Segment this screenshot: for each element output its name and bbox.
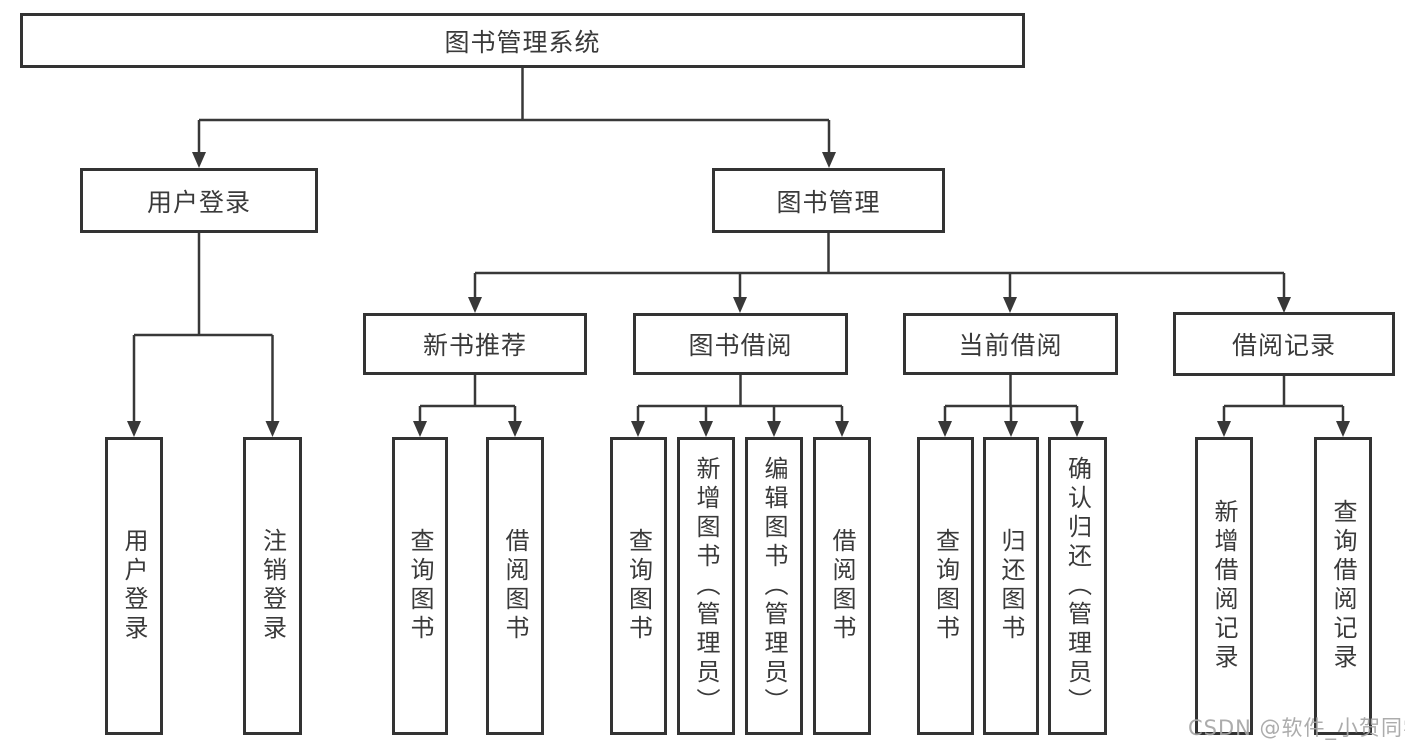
node-book-borrowing: 图书借阅 xyxy=(633,313,848,375)
leaf-logout-label: 注销登录 xyxy=(258,528,287,644)
watermark: CSDN @软件_小贺同学 xyxy=(1188,716,1405,740)
leaf-borrow-lend-books: 借阅图书 xyxy=(813,437,871,735)
leaf-return-books: 归还图书 xyxy=(983,437,1039,735)
node-new-book-recommendation-label: 新书推荐 xyxy=(422,331,527,360)
node-book-management: 图书管理 xyxy=(712,168,945,233)
arrowheads xyxy=(127,152,1350,437)
leaf-borrow-lend-books-label: 借阅图书 xyxy=(828,528,856,644)
node-book-management-label: 图书管理 xyxy=(776,187,881,217)
leaf-borrow-query-books: 查询图书 xyxy=(610,437,667,735)
leaf-newbook-borrow-books-label: 借阅图书 xyxy=(501,528,529,644)
node-user-login-label: 用户登录 xyxy=(146,187,251,217)
leaf-add-books-admin: 新增图书（管理员） xyxy=(677,437,735,735)
node-root-system: 图书管理系统 xyxy=(20,13,1025,68)
node-new-book-recommendation: 新书推荐 xyxy=(363,313,587,375)
node-book-borrowing-label: 图书借阅 xyxy=(688,331,793,360)
node-borrowing-records: 借阅记录 xyxy=(1173,312,1395,376)
leaf-return-books-label: 归还图书 xyxy=(997,528,1025,644)
leaf-newbook-query-books: 查询图书 xyxy=(392,437,448,735)
leaf-current-query-books: 查询图书 xyxy=(917,437,974,735)
leaf-edit-books-admin-label: 编辑图书（管理员） xyxy=(760,455,788,717)
leaf-edit-books-admin: 编辑图书（管理员） xyxy=(745,437,803,735)
leaf-current-query-books-label: 查询图书 xyxy=(931,528,960,644)
leaf-confirm-return-admin: 确认归还（管理员） xyxy=(1048,437,1107,735)
leaf-add-borrow-record: 新增借阅记录 xyxy=(1195,437,1253,735)
node-current-borrowing-label: 当前借阅 xyxy=(958,331,1063,360)
leaf-user-login: 用户登录 xyxy=(105,437,163,735)
node-borrowing-records-label: 借阅记录 xyxy=(1231,331,1336,360)
leaf-logout: 注销登录 xyxy=(243,437,302,735)
leaf-newbook-borrow-books: 借阅图书 xyxy=(486,437,544,735)
leaf-query-borrow-record: 查询借阅记录 xyxy=(1314,437,1372,735)
leaf-query-borrow-record-label: 查询借阅记录 xyxy=(1329,499,1357,673)
leaf-confirm-return-admin-label: 确认归还（管理员） xyxy=(1063,455,1092,717)
leaf-newbook-query-books-label: 查询图书 xyxy=(406,528,434,644)
leaf-add-books-admin-label: 新增图书（管理员） xyxy=(692,455,720,717)
node-user-login: 用户登录 xyxy=(80,168,318,233)
leaf-borrow-query-books-label: 查询图书 xyxy=(624,528,653,644)
leaf-user-login-label: 用户登录 xyxy=(120,528,148,644)
node-current-borrowing: 当前借阅 xyxy=(903,313,1118,375)
leaf-add-borrow-record-label: 新增借阅记录 xyxy=(1210,499,1238,673)
node-root-system-label: 图书管理系统 xyxy=(444,27,601,57)
